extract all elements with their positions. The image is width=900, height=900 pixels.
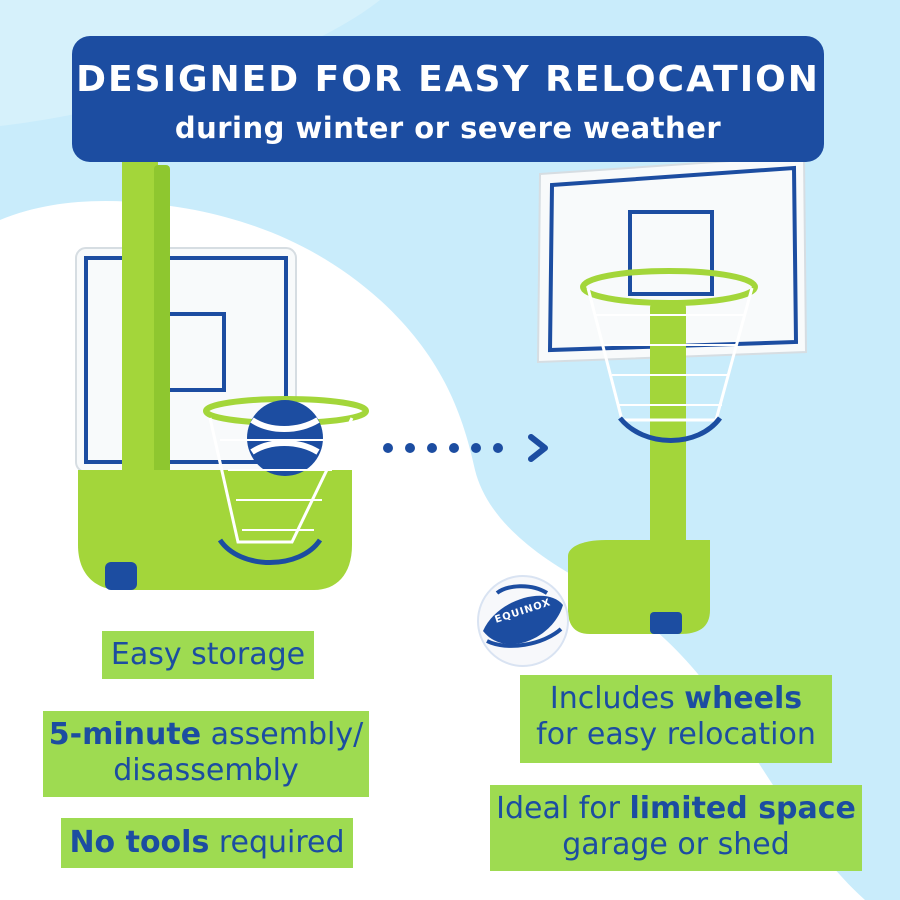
chevron-right-icon: [528, 434, 548, 462]
headline-title: DESIGNED FOR EASY RELOCATION: [76, 59, 820, 100]
feature-five-minute-assembly: 5-minute assembly/ disassembly: [43, 711, 369, 797]
arrow-dot: [471, 443, 481, 453]
feature-includes-wheels: Includes wheels for easy relocation: [520, 675, 832, 763]
headline-banner: DESIGNED FOR EASY RELOCATION during wint…: [72, 36, 824, 162]
headline-subtitle: during winter or severe weather: [174, 111, 722, 145]
folded-hoop-illustration: [75, 140, 369, 590]
arrow-dot: [449, 443, 459, 453]
arrow-dot: [427, 443, 437, 453]
feature-line-2: garage or shed: [562, 827, 790, 862]
relocation-arrow: [383, 434, 553, 462]
feature-line-2: for easy relocation: [536, 717, 816, 752]
arrow-dot: [383, 443, 393, 453]
feature-bold-text: No tools: [69, 825, 210, 860]
arrow-dot: [405, 443, 415, 453]
feature-line-1: Ideal for limited space: [496, 791, 856, 826]
feature-limited-space: Ideal for limited space garage or shed: [490, 785, 862, 871]
assembled-hoop-illustration: [536, 154, 808, 634]
feature-regular-text: required: [209, 825, 345, 860]
feature-line-1: Includes wheels: [549, 681, 803, 716]
feature-line-2: disassembly: [113, 753, 299, 788]
feature-line-1: 5-minute assembly/: [48, 717, 364, 752]
arrow-dot: [493, 443, 503, 453]
feature-no-tools-required: No tools required: [61, 818, 353, 868]
feature-easy-storage: Easy storage: [102, 631, 314, 679]
basketball-icon: [477, 575, 569, 667]
feature-text: Easy storage: [110, 637, 306, 672]
